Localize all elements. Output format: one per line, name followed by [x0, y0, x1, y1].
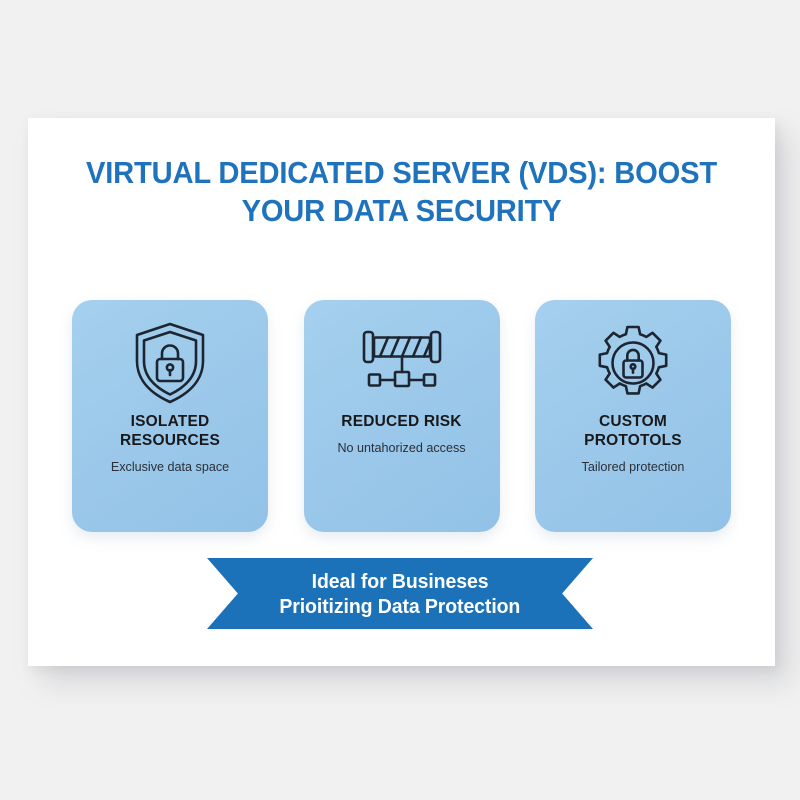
feature-card-row: ISOLATED RESOURCES Exclusive data space [72, 300, 731, 532]
feature-card-heading-line-1: REDUCED RISK [341, 413, 462, 430]
ribbon-banner-line-2: Prioitizing Data Protection [279, 594, 521, 618]
ribbon-banner-line-1: Ideal for Busineses [311, 569, 489, 593]
feature-card-heading: REDUCED RISK [314, 412, 490, 431]
ribbon-banner: Ideal for Busineses Prioitizing Data Pro… [207, 558, 593, 629]
feature-card-subtitle: No untahorized access [337, 441, 466, 455]
feature-card-subtitle: Exclusive data space [110, 460, 230, 474]
feature-card-heading: ISOLATED RESOURCES [82, 412, 258, 450]
feature-card-custom-protocols[interactable]: CUSTOM PROTOTOLS Tailored protection [535, 300, 731, 532]
feature-card-heading-line-2: PROTOTOLS [584, 432, 682, 449]
page-title: VIRTUAL DEDICATED SERVER (VDS): BOOST YO… [50, 154, 752, 230]
feature-card-heading-line-2: RESOURCES [120, 432, 220, 449]
feature-card-heading-line-1: ISOLATED [130, 413, 210, 430]
feature-card-subtitle: Tailored protection [581, 460, 685, 474]
firewall-network-icon [359, 320, 445, 406]
page-title-line-1: VIRTUAL DEDICATED SERVER (VDS): BOOST [86, 155, 717, 190]
gear-lock-icon [593, 320, 673, 406]
feature-card-heading-line-1: CUSTOM [598, 413, 668, 430]
shield-lock-icon [131, 320, 209, 406]
feature-card-isolated-resources[interactable]: ISOLATED RESOURCES Exclusive data space [72, 300, 268, 532]
feature-card-heading: CUSTOM PROTOTOLS [545, 412, 721, 450]
page-title-line-2: YOUR DATA SECURITY [241, 193, 562, 228]
feature-card-reduced-risk[interactable]: REDUCED RISK No untahorized access [303, 300, 500, 532]
poster-panel: VIRTUAL DEDICATED SERVER (VDS): BOOST YO… [28, 118, 775, 666]
